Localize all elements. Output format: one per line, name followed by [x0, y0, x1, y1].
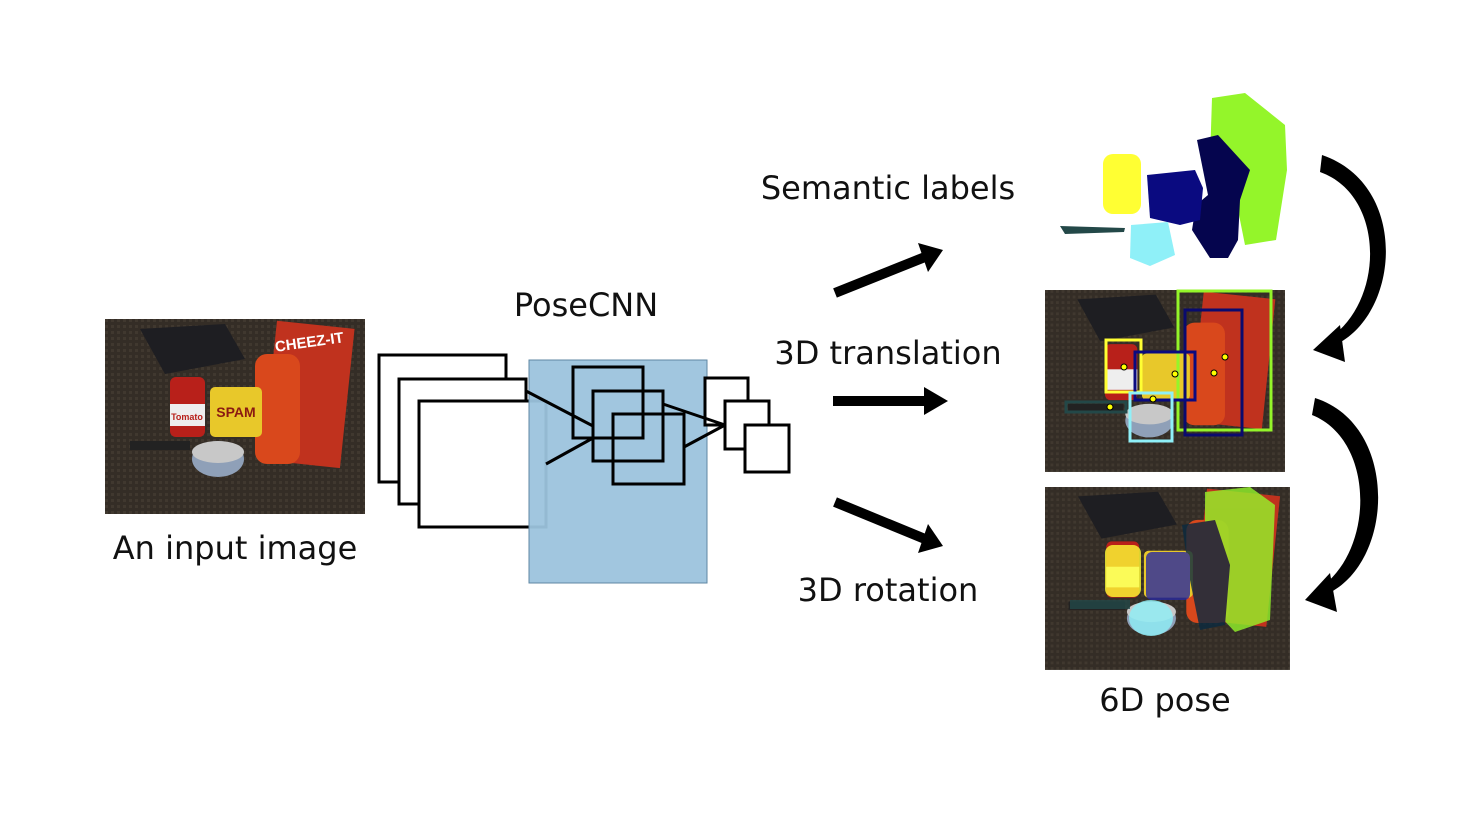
translation-label: 3D translation [774, 334, 1002, 372]
output-arrows [833, 243, 948, 553]
arrow-up-right-icon [833, 243, 943, 298]
input-image: CHEEZ-IT SPAM Tomato [105, 319, 365, 514]
pose-overlays [1070, 487, 1275, 636]
conv-frame-mid-1 [571, 365, 645, 440]
arrow-right-icon [833, 387, 948, 415]
semantic-label-mask [1060, 93, 1287, 266]
curved-arrow-icon [1305, 398, 1379, 612]
rotation-label: 3D rotation [797, 571, 979, 609]
pose-label: 6D pose [1099, 681, 1231, 719]
semantic-labels-label: Semantic labels [760, 169, 1016, 207]
posecnn-block [528, 359, 708, 584]
arrow-down-right-icon [833, 497, 943, 553]
can-brand-text: SPAM [216, 404, 255, 420]
translation-bounding-boxes [1064, 289, 1273, 443]
curved-arrow-icon [1313, 155, 1386, 362]
translation-result-image [1045, 290, 1285, 472]
network-diagram [377, 353, 791, 584]
soup-label-text: Tomato [171, 412, 203, 422]
conv-frame-small-3 [743, 423, 791, 474]
conv-frame-mid-3 [611, 412, 686, 486]
conv-frame-3 [417, 399, 548, 529]
input-image-label: An input image [112, 529, 358, 567]
network-label: PoseCNN [513, 286, 659, 324]
